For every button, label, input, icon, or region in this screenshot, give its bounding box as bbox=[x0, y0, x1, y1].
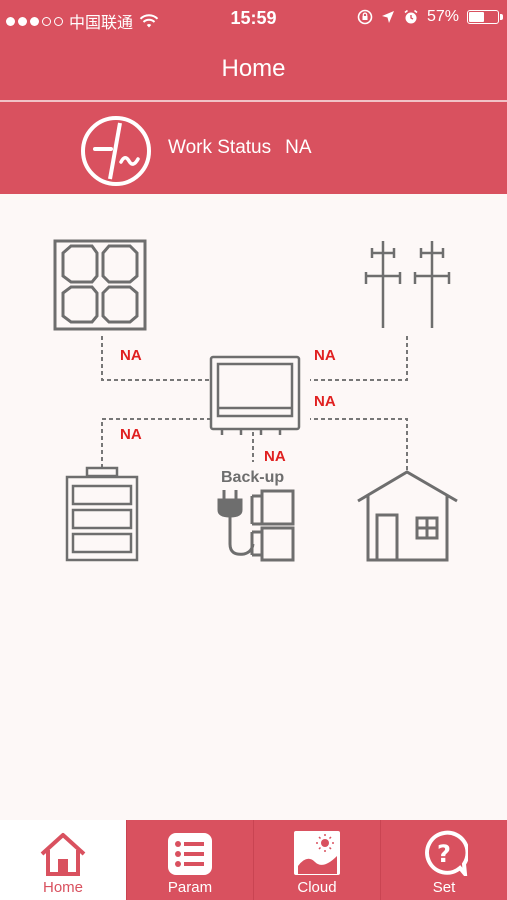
header-divider bbox=[0, 100, 507, 102]
inverter-icon bbox=[209, 355, 301, 435]
tab-set[interactable]: ? Set bbox=[380, 820, 507, 900]
battery-storage-icon bbox=[65, 466, 139, 562]
load-connection-line bbox=[310, 418, 408, 470]
home-icon bbox=[40, 833, 86, 876]
list-icon bbox=[168, 833, 212, 875]
battery-icon bbox=[467, 10, 503, 24]
work-status-label: Work Status bbox=[168, 137, 272, 158]
diagram-canvas bbox=[53, 239, 458, 562]
tab-set-label: Set bbox=[432, 879, 456, 896]
status-left: 中国联通 bbox=[6, 9, 159, 33]
tab-bar: Home Param Cloud ? Set bbox=[0, 820, 507, 900]
location-icon bbox=[381, 11, 394, 23]
tab-cloud-label: Cloud bbox=[297, 879, 337, 896]
power-grid-icon bbox=[364, 241, 451, 328]
house-load-icon bbox=[357, 470, 458, 562]
tab-param[interactable]: Param bbox=[126, 820, 253, 900]
battery-percent: 57% bbox=[426, 8, 459, 25]
tab-param-label: Param bbox=[167, 879, 213, 896]
energy-flow-diagram: NA NA NA NA NA Back-up bbox=[0, 194, 507, 820]
tab-home[interactable]: Home bbox=[0, 820, 126, 900]
help-question-icon: ? bbox=[425, 830, 468, 876]
work-status-text: Work Status NA bbox=[168, 137, 312, 159]
status-right: 57% bbox=[357, 8, 503, 26]
signal-strength-icon bbox=[6, 16, 63, 26]
pv-connection-line bbox=[101, 336, 210, 381]
inverter-logo-icon bbox=[81, 116, 151, 186]
svg-text:?: ? bbox=[437, 840, 451, 868]
battery-connection-line bbox=[101, 418, 210, 468]
solar-panel-icon bbox=[53, 239, 147, 331]
work-status-panel: Work Status NA bbox=[0, 102, 507, 194]
navigation-bar: Home bbox=[0, 38, 507, 100]
page-title: Home bbox=[221, 55, 286, 82]
backup-plug-icon bbox=[217, 489, 295, 562]
backup-label: Back-up bbox=[221, 469, 285, 486]
cloud-chart-icon bbox=[294, 831, 340, 875]
alarm-icon bbox=[404, 9, 418, 24]
backup-value: NA bbox=[264, 448, 286, 465]
grid-value: NA bbox=[314, 347, 336, 364]
work-status-value: NA bbox=[285, 137, 312, 158]
battery-value: NA bbox=[120, 426, 142, 443]
load-value: NA bbox=[314, 393, 336, 410]
tab-cloud[interactable]: Cloud bbox=[253, 820, 380, 900]
wifi-icon bbox=[139, 13, 159, 27]
clock-time: 15:59 bbox=[230, 8, 277, 28]
pv-value: NA bbox=[120, 347, 142, 364]
carrier-name: 中国联通 bbox=[69, 15, 134, 32]
grid-connection-line bbox=[310, 336, 408, 381]
tab-home-label: Home bbox=[42, 879, 83, 896]
rotation-lock-icon bbox=[357, 9, 373, 25]
status-bar: 中国联通 15:59 57% bbox=[0, 0, 507, 38]
